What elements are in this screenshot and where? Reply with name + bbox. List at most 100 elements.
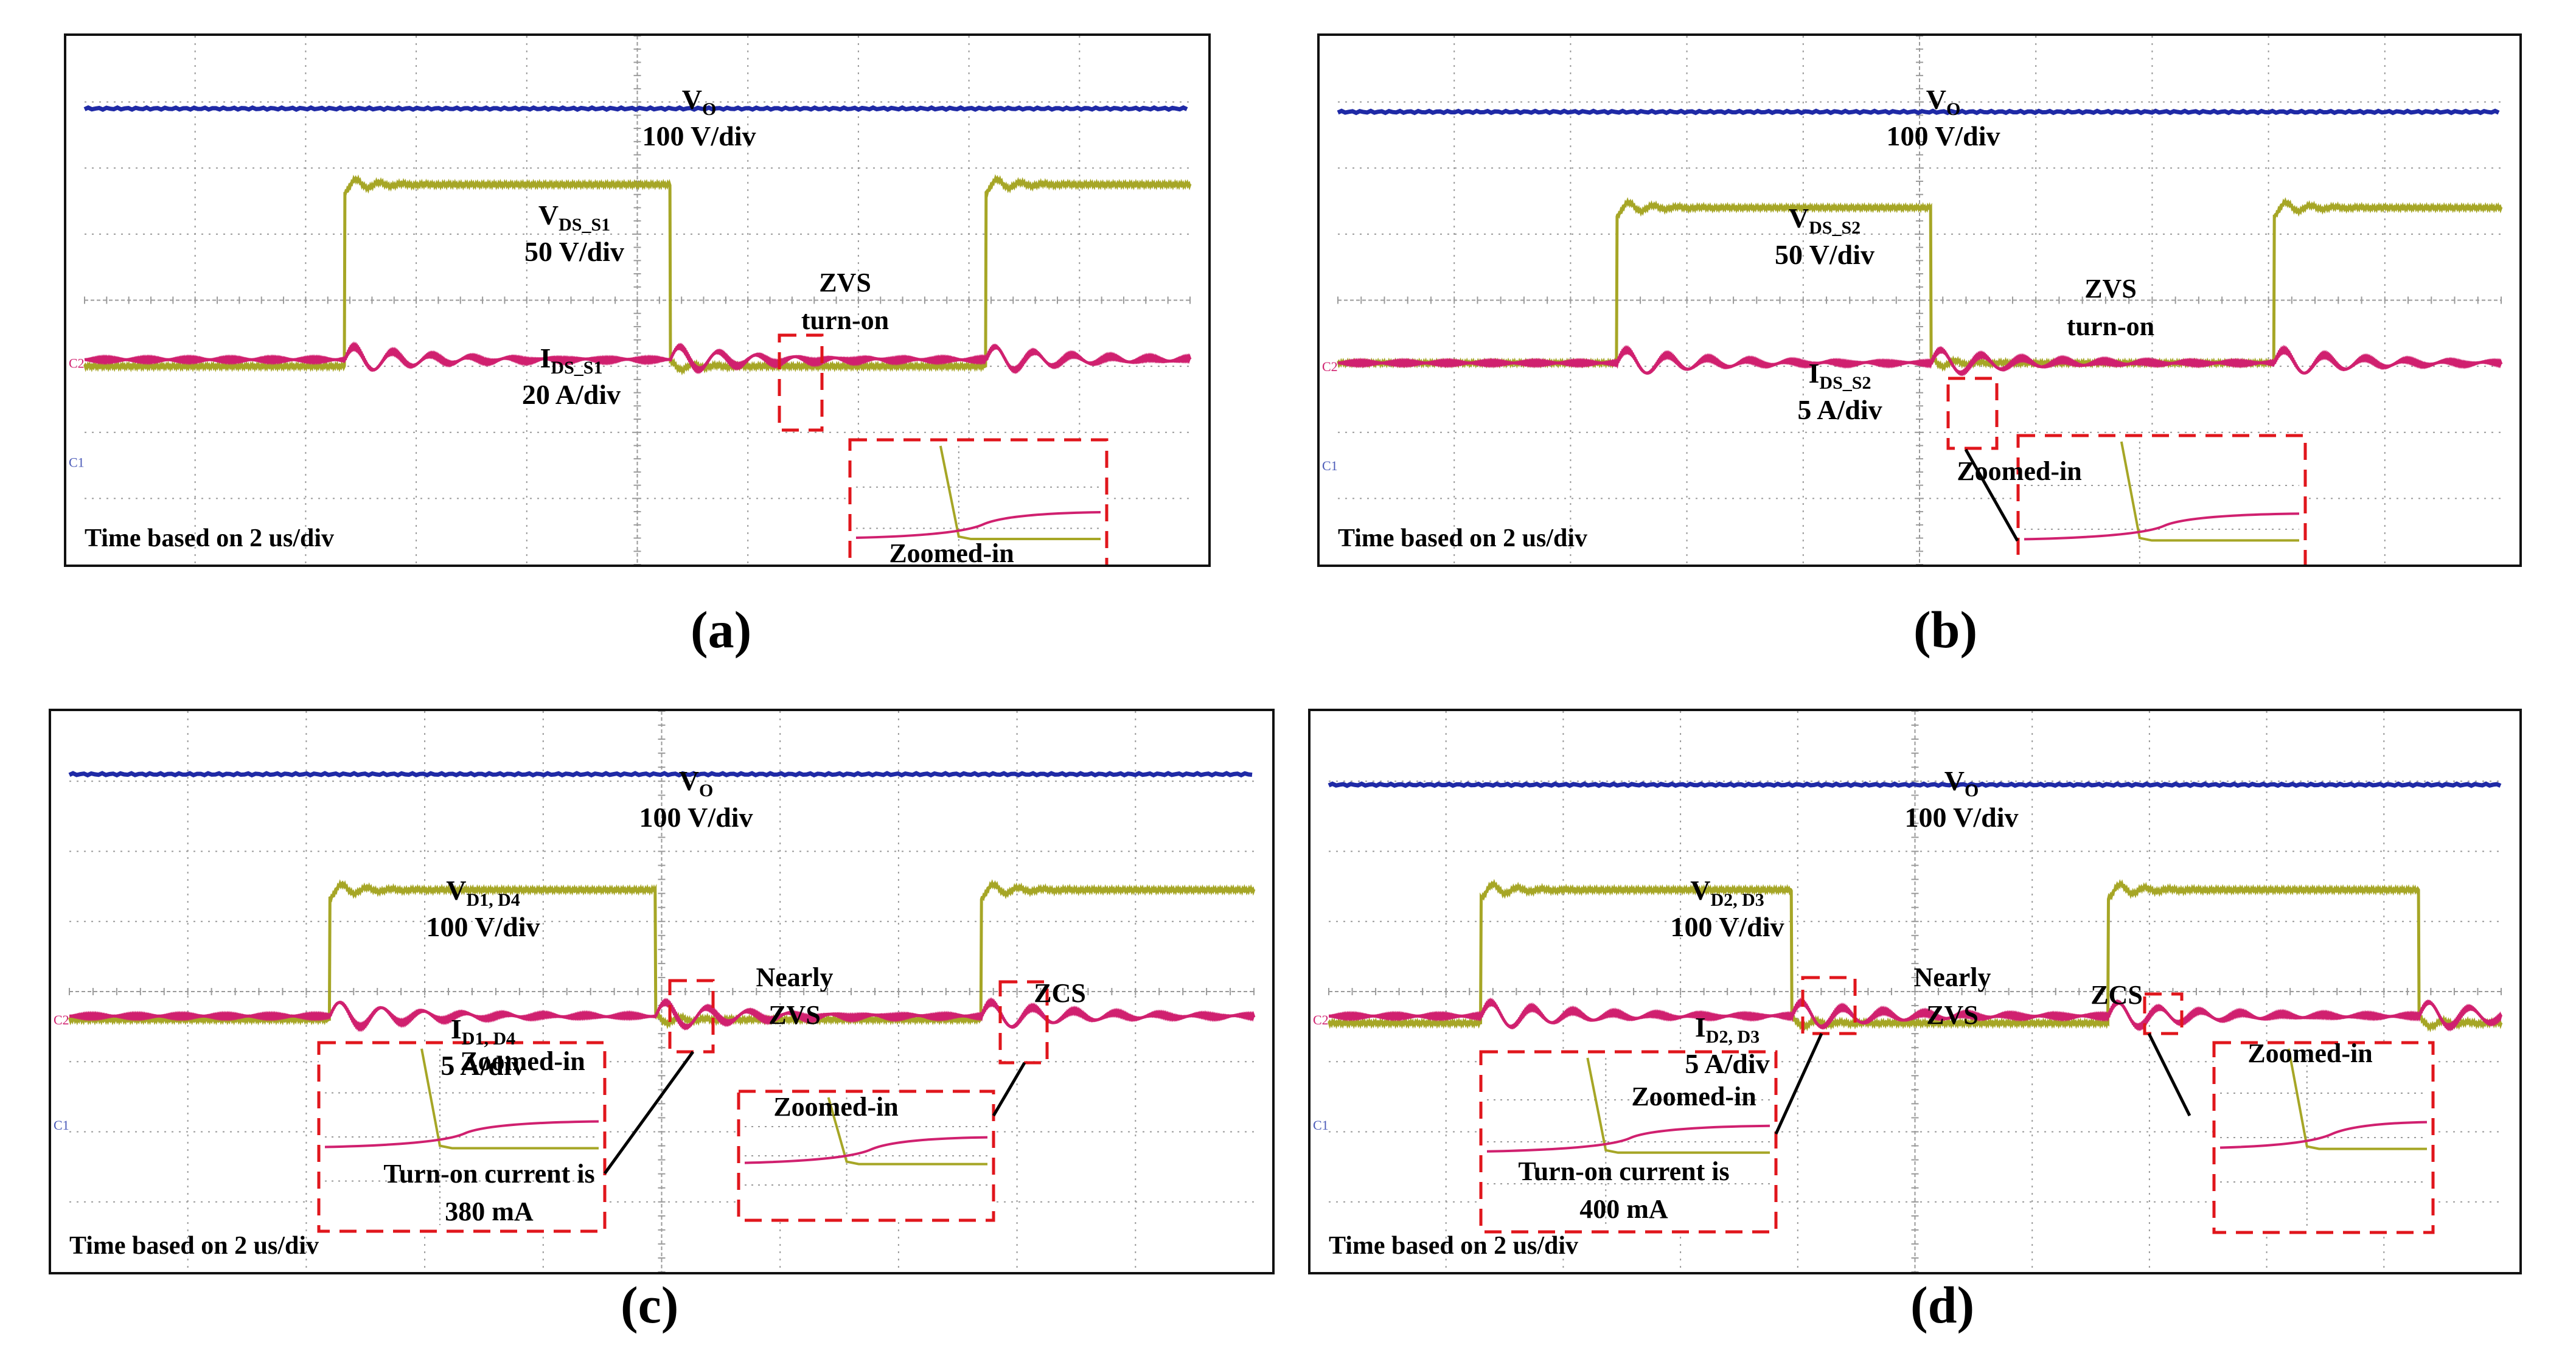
time-base-label: Time based on 2 us/div	[69, 1232, 319, 1260]
zoom-region-box	[1801, 976, 1857, 1035]
vo-label: VO	[1926, 84, 1961, 119]
switching-annotation: turn-on	[2067, 311, 2154, 341]
zoom-region-box	[998, 980, 1049, 1065]
switching-annotation: ZCS	[1034, 978, 1086, 1008]
turn-on-current-label: Turn-on current is	[383, 1159, 594, 1189]
leader-line	[1964, 448, 2019, 542]
ids-scale: 5 A/div	[1685, 1048, 1769, 1079]
ids-scale: 20 A/div	[522, 379, 621, 410]
time-base-label: Time based on 2 us/div	[1338, 524, 1587, 552]
turn-on-current-label: 400 mA	[1579, 1194, 1668, 1224]
vds-label: VDS_S2	[1789, 203, 1861, 238]
scope-grid	[84, 36, 1191, 565]
series-vds-trace	[83, 174, 1192, 376]
inset-vds-trace	[1586, 1057, 1770, 1154]
zoom-inset-box	[737, 1090, 995, 1222]
inset-vds-trace	[2287, 1048, 2427, 1150]
channel-marker: C2	[54, 1012, 69, 1027]
turn-on-current-label: 380 mA	[445, 1197, 534, 1226]
zoomed-in-label: Zoomed-in	[1631, 1082, 1756, 1111]
zoomed-in-label: Zoomed-in	[2247, 1038, 2372, 1068]
switching-annotation: ZVS	[1926, 1000, 1979, 1030]
switching-annotation: ZCS	[2090, 980, 2143, 1010]
ids-scale: 5 A/div	[1797, 394, 1882, 425]
zoomed-in-label: Zoomed-in	[889, 538, 1014, 565]
switching-annotation: Nearly	[1913, 962, 1991, 992]
zoom-region-box	[1946, 377, 1999, 450]
series-ids-trace	[69, 997, 1256, 1033]
zoom-region-box	[778, 333, 824, 432]
panel-caption: (b)	[1913, 600, 1978, 659]
vo-scale: 100 V/div	[642, 120, 756, 151]
leader-line	[992, 1062, 1026, 1117]
inset-ids-trace	[744, 1136, 988, 1164]
series-vo-trace	[68, 771, 1253, 778]
zoom-inset-box	[2016, 434, 2307, 565]
channel-marker: C2	[1322, 359, 1338, 374]
ids-scale: 5 A/div	[440, 1050, 525, 1081]
inset-vds-trace	[939, 445, 1101, 541]
switching-annotation: turn-on	[801, 305, 889, 335]
zoom-region-box	[2143, 992, 2184, 1035]
channel-marker: C1	[1313, 1117, 1329, 1133]
scope-grid	[1337, 36, 2502, 565]
series-vo-trace	[83, 105, 1188, 112]
vds-scale: 100 V/div	[1670, 911, 1784, 942]
ids-label: ID1, D4	[451, 1013, 515, 1049]
vo-scale: 100 V/div	[1904, 802, 2018, 833]
inset-ids-trace	[1486, 1124, 1770, 1153]
vo-label: VO	[682, 84, 717, 119]
inset-ids-trace	[2219, 1121, 2428, 1149]
vds-scale: 50 V/div	[1775, 239, 1875, 270]
series-vo-trace	[1337, 108, 2500, 116]
switching-annotation: ZVS	[768, 1000, 821, 1030]
inset-ids-trace	[855, 511, 1101, 540]
vds-label: VD2, D3	[1690, 875, 1764, 910]
vo-scale: 100 V/div	[1886, 120, 2000, 151]
panel-caption: (d)	[1910, 1276, 1975, 1334]
channel-marker: C1	[54, 1117, 69, 1133]
vds-label: VDS_S1	[538, 200, 610, 235]
inset-vds-trace	[827, 1097, 987, 1166]
channel-marker: C2	[1313, 1012, 1329, 1027]
zoom-inset-box	[848, 438, 1109, 565]
leader-line	[603, 1051, 695, 1175]
zoomed-in-label: Zoomed-in	[773, 1092, 898, 1122]
vo-label: VO	[679, 765, 714, 801]
vo-scale: 100 V/div	[639, 802, 753, 833]
time-base-label: Time based on 2 us/div	[85, 524, 334, 552]
channel-marker: C1	[69, 455, 85, 470]
series-ids-trace	[84, 341, 1192, 375]
switching-annotation: ZVS	[819, 268, 871, 297]
leader-line	[1774, 1032, 1823, 1135]
series-ids-trace	[1337, 344, 2503, 377]
panel-caption: (c)	[621, 1276, 679, 1334]
series-vo-trace	[1328, 781, 2502, 788]
ids-label: ID2, D3	[1695, 1012, 1760, 1047]
channel-marker: C2	[69, 356, 85, 371]
vds-label: VD1, D4	[446, 875, 520, 910]
vds-scale: 50 V/div	[524, 236, 624, 267]
ids-label: IDS_S1	[540, 342, 603, 378]
inset-vds-trace	[2120, 441, 2299, 542]
turn-on-current-label: Turn-on current is	[1518, 1156, 1729, 1186]
inset-vds-trace	[420, 1048, 599, 1150]
zoomed-in-label: Zoomed-in	[460, 1046, 585, 1076]
leader-line	[2147, 1032, 2191, 1117]
switching-annotation: ZVS	[2084, 274, 2137, 304]
switching-annotation: Nearly	[756, 962, 833, 992]
panel-caption: (a)	[691, 600, 752, 659]
series-ids-trace	[1329, 997, 2503, 1032]
zoomed-in-label: Zoomed-in	[1957, 456, 2081, 486]
vo-label: VO	[1944, 765, 1979, 801]
channel-marker: C1	[1322, 458, 1338, 473]
vds-scale: 100 V/div	[426, 911, 540, 942]
time-base-label: Time based on 2 us/div	[1329, 1232, 1578, 1260]
